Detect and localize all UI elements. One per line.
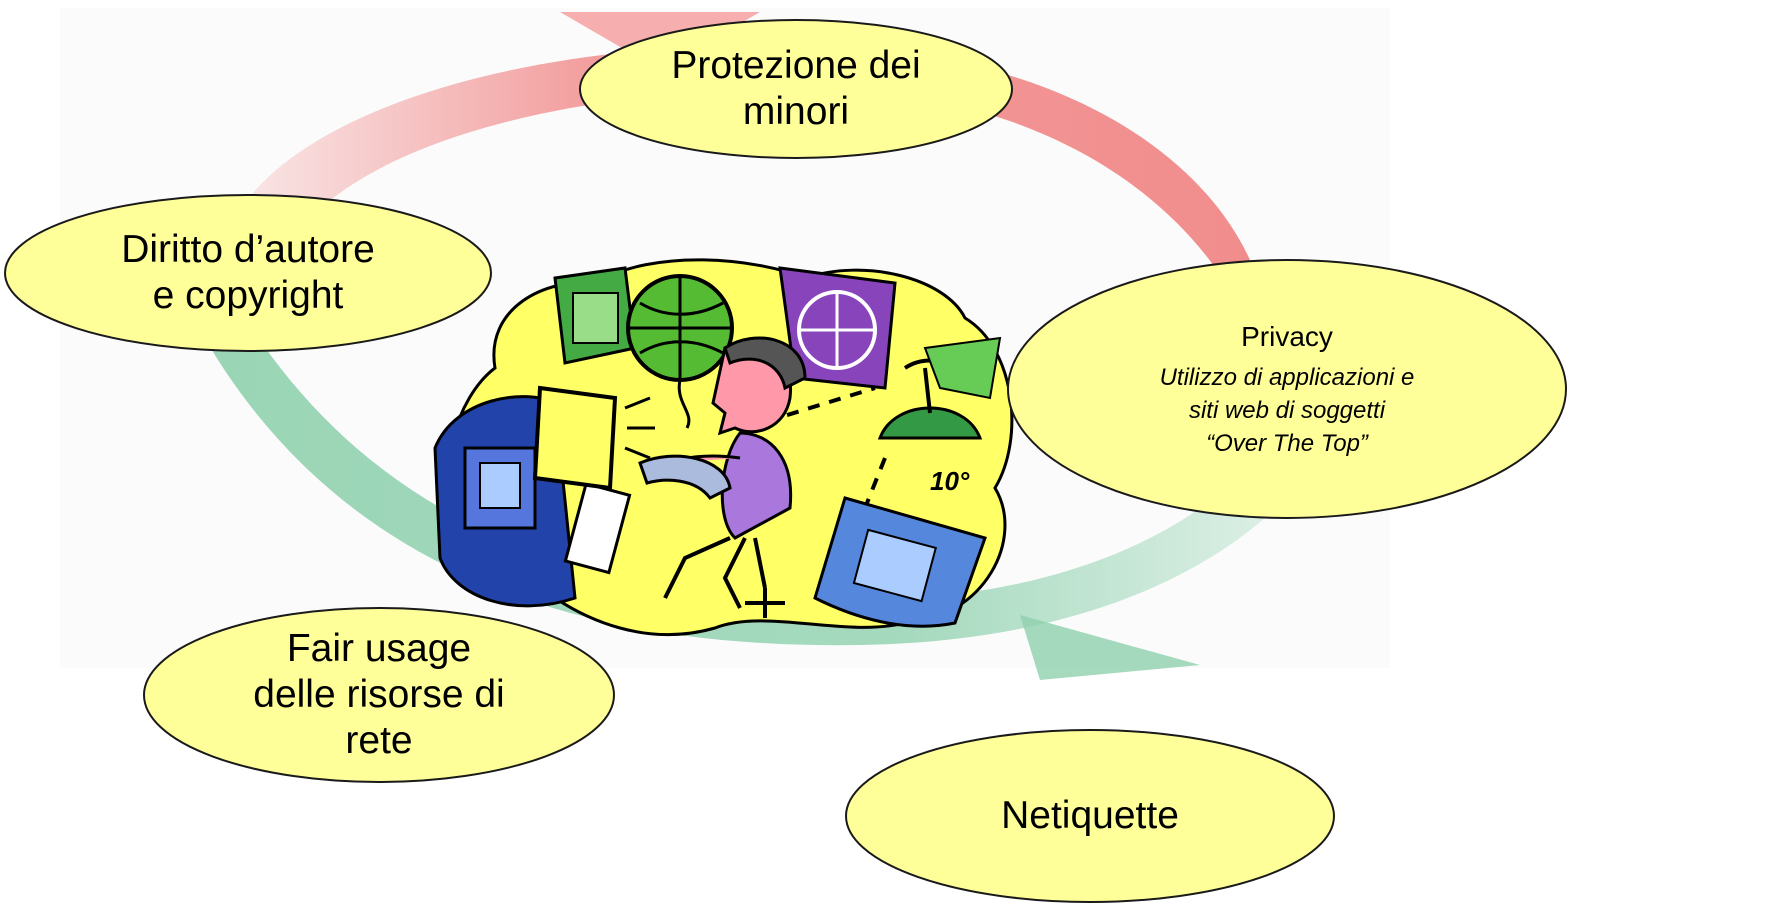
globe-lines (630, 276, 730, 380)
bubble-text-line: Diritto d’autore (121, 228, 375, 271)
person-hair (723, 336, 807, 391)
temperature-label: 10° (930, 466, 970, 496)
privacy-subtitle-line: siti web di soggetti (1188, 396, 1386, 424)
bubble-netiquette: Netiquette (844, 728, 1336, 904)
screen-rays (624, 396, 655, 460)
bubble-protezione-minori: Protezione dei minori (578, 18, 1014, 160)
bubble-text-line: rete (345, 719, 413, 762)
globe-cord (677, 379, 691, 429)
person-legs (663, 536, 747, 609)
desk-monitor (532, 385, 618, 491)
chair-base (745, 537, 785, 618)
bubble-text-line: Netiquette (1001, 794, 1179, 837)
bubble-text-line: Protezione dei (671, 44, 921, 87)
monitor-screen (479, 462, 521, 509)
money-note (572, 292, 619, 344)
bubble-shape (143, 607, 615, 783)
bubble-text-line: e copyright (152, 274, 344, 317)
green-arrowhead (1020, 615, 1200, 680)
privacy-title: Privacy (1241, 320, 1333, 352)
compass-cross (799, 292, 875, 368)
bubble-shape (845, 729, 1335, 903)
bubble-shape (1007, 259, 1567, 519)
island-icon (877, 406, 983, 440)
flag-shape (923, 336, 1002, 400)
bubble-shape (579, 19, 1013, 159)
bubble-fair-usage: Fair usage delle risorse di rete (142, 606, 616, 784)
bubble-diritto-autore: Diritto d’autore e copyright (3, 193, 493, 353)
bubble-text-line: minori (742, 90, 850, 133)
privacy-subtitle-line: Utilizzo di applicazioni e (1159, 363, 1415, 391)
bubble-shape (4, 194, 492, 352)
bubble-text-line: delle risorse di (253, 673, 505, 716)
chair-back (638, 454, 732, 500)
bubble-text-line: Fair usage (286, 627, 472, 670)
bubble-privacy: Privacy Utilizzo di applicazioni e siti … (1006, 258, 1568, 520)
ticket-icon (852, 528, 938, 603)
privacy-subtitle-line: “Over The Top” (1206, 429, 1368, 457)
computer-user-illustration: 10° (433, 258, 1014, 637)
